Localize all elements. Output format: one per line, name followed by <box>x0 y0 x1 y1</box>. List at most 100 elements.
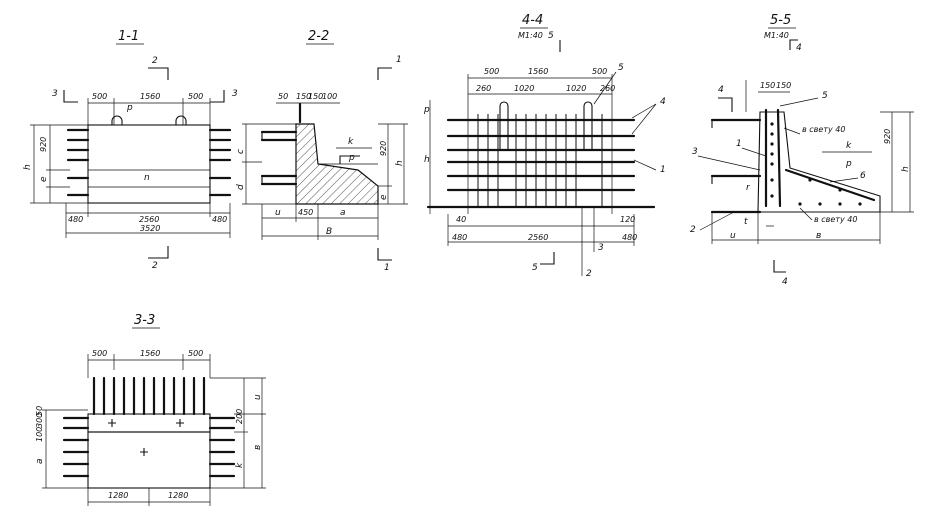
lifting-loop <box>175 115 187 125</box>
rebar-outlet <box>260 174 298 186</box>
section-cut-mark <box>63 90 78 103</box>
section-1-1-title: 1-1 <box>118 29 139 44</box>
section-mark-label: 3 <box>52 89 58 99</box>
callout-label: 1 <box>660 165 666 175</box>
section-5-5: 5-5 M1:40 150 150 4 5 в свету 40 3 <box>690 13 914 287</box>
section-mark-label: 1 <box>384 263 390 273</box>
dim-letter: h <box>901 166 911 172</box>
dim-text: 1280 <box>108 491 128 500</box>
dim-text: 500 <box>592 67 607 76</box>
dim-text: 260 <box>600 84 615 93</box>
footing-plan <box>87 431 211 489</box>
rebar-outlets-right <box>208 128 232 197</box>
dim-text: 500 <box>92 92 107 101</box>
dim-text: 150 <box>296 92 311 101</box>
dim-letter: e <box>39 176 49 182</box>
section-3-3-title: 3-3 <box>134 313 155 328</box>
dim-letter: B <box>326 227 332 237</box>
dim-text: 100 <box>35 427 44 442</box>
dim-letter: d <box>236 184 246 190</box>
leader-line <box>783 127 801 135</box>
section-mark-label: 3 <box>232 89 238 99</box>
section-mark-label: 2 <box>152 56 158 66</box>
dim-text: 480 <box>212 215 227 224</box>
scale-text: M1:40 <box>518 31 543 40</box>
section-cut-mark <box>718 97 733 112</box>
dim-letter: p <box>423 105 430 115</box>
dim-letter: в <box>816 231 821 241</box>
dim-text: 300 <box>35 413 44 428</box>
callout-label: 2 <box>586 269 592 279</box>
dim-letter: e <box>379 194 389 200</box>
section-cut-mark <box>148 246 169 259</box>
leader-line <box>699 211 735 231</box>
section-4-4-title: 4-4 <box>522 13 543 28</box>
section-mark-label: 2 <box>152 261 158 271</box>
callout-label: 5 <box>822 91 828 101</box>
section-2-2: 2-2 1 50 150 150 100 k p c <box>236 29 408 273</box>
section-4-4: 4-4 M1:40 5 500 1560 500 260 1020 1020 2… <box>423 13 666 279</box>
leader-line <box>631 103 657 119</box>
dim-letter: h <box>424 155 430 165</box>
dim-text: 1560 <box>140 349 160 358</box>
block-mark: n <box>144 173 150 183</box>
dim-letter: k <box>235 462 245 468</box>
dim-letter: t <box>744 217 748 227</box>
dim-text: 40 <box>456 215 466 224</box>
callout-label: 3 <box>692 147 698 157</box>
rebar-outlets-left <box>62 416 90 478</box>
dim-letter: a <box>35 458 45 464</box>
dim-letter: c <box>236 149 246 154</box>
section-cut-mark <box>148 67 169 80</box>
block-elevation <box>87 124 211 204</box>
note-text: в свету 40 <box>814 215 857 224</box>
leader-line <box>779 97 819 107</box>
leader-line <box>741 147 767 157</box>
dim-letter: h <box>23 164 33 170</box>
note-text: в свету 40 <box>802 125 845 134</box>
vertical-rebars <box>477 114 603 207</box>
leader-line <box>631 103 657 135</box>
dim-text: 450 <box>298 208 313 217</box>
dim-letter: u <box>275 208 281 218</box>
leader-line <box>829 177 859 183</box>
leader-line <box>697 155 761 171</box>
dim-text: 500 <box>92 349 107 358</box>
dim-text: 100 <box>322 92 337 101</box>
section-mark-label: 5 <box>532 263 538 273</box>
dim-text: 2560 <box>139 215 159 224</box>
scale-text: M1:40 <box>764 31 789 40</box>
dim-text: 480 <box>622 233 637 242</box>
vertical-rebars <box>92 376 206 416</box>
dim-letter: u <box>253 394 263 400</box>
section-5-5-title: 5-5 <box>770 13 791 28</box>
rebar-dots <box>770 122 862 206</box>
callout-label: 6 <box>860 171 866 181</box>
retaining-wall-profile <box>295 123 379 205</box>
section-mark-label: 5 <box>548 31 554 41</box>
leader-line <box>593 71 617 105</box>
dim-text: 1280 <box>168 491 188 500</box>
section-mark-label: 4 <box>782 277 788 287</box>
dim-letter: h <box>395 160 405 166</box>
dim-text: 3520 <box>140 224 160 233</box>
dim-text: 50 <box>278 92 288 101</box>
rebar-outlet <box>710 118 762 214</box>
dim-letter: в <box>253 445 263 450</box>
dim-text: 500 <box>484 67 499 76</box>
section-mark-label: 4 <box>718 85 724 95</box>
callout-label: 5 <box>618 63 624 73</box>
dim-text: 920 <box>379 141 388 156</box>
rebar-outlets-right <box>208 416 236 478</box>
section-cut-mark <box>210 90 225 103</box>
horizontal-rebars <box>426 118 656 209</box>
dim-letter: p <box>348 153 355 163</box>
dim-text: 200 <box>235 409 244 424</box>
callout-label: 1 <box>736 139 742 149</box>
dim-text: 1020 <box>566 84 586 93</box>
section-cut-mark <box>377 248 392 261</box>
lifting-loop <box>499 101 509 150</box>
dim-letter: u <box>730 231 736 241</box>
